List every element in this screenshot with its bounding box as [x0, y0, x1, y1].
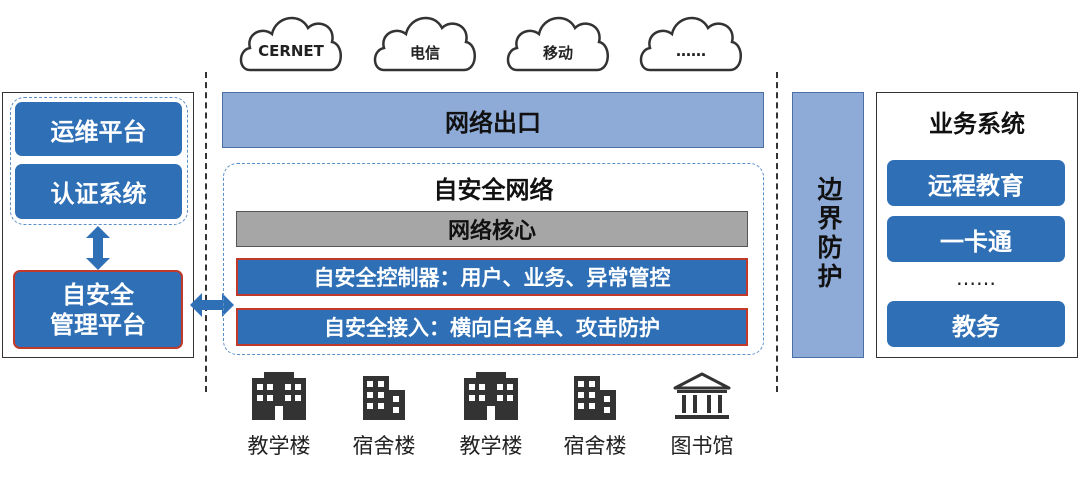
divider-right	[776, 72, 778, 392]
self-secure-network-frame	[223, 163, 764, 355]
building-icon	[252, 372, 306, 420]
building-teaching-1: 教学楼	[244, 372, 314, 462]
self-secure-network-title: 自安全网络	[433, 176, 554, 204]
cloud-icon	[373, 16, 476, 72]
business-item-remote-education: 远程教育	[887, 160, 1065, 206]
business-item-campus-card: 一卡通	[887, 216, 1065, 262]
building-library: 图书馆	[667, 372, 737, 462]
cloud-cernet: CERNET	[236, 4, 346, 76]
business-item-academic-affairs: 教务	[887, 301, 1065, 347]
border-protection: 边界防护	[792, 92, 864, 358]
cloud-telecom: 电信	[370, 4, 480, 76]
business-title: 业务系统	[929, 110, 1025, 138]
ops-platform: 运维平台	[15, 102, 182, 156]
building-icon	[363, 376, 405, 420]
building-dorm-1: 宿舍楼	[349, 372, 419, 462]
mgmt-platform-line1: 自安全	[62, 280, 134, 309]
building-label: 图书馆	[670, 434, 734, 458]
cloud-label: ……	[676, 42, 706, 60]
business-item-ellipsis: ……	[956, 266, 996, 290]
cloud-label: 移动	[542, 44, 573, 62]
cloud-mobile: 移动	[503, 4, 613, 76]
self-secure-access: 自安全接入：横向白名单、攻击防护	[236, 308, 748, 346]
auth-system: 认证系统	[15, 164, 182, 219]
double-arrow-vertical-icon	[86, 226, 110, 270]
border-protection-label: 边界防护	[814, 176, 843, 292]
building-teaching-2: 教学楼	[456, 372, 526, 462]
self-secure-mgmt-platform: 自安全 管理平台	[13, 270, 183, 349]
mgmt-platform-line2: 管理平台	[50, 310, 146, 339]
cloud-label: 电信	[409, 44, 440, 62]
building-label: 宿舍楼	[352, 434, 416, 458]
cloud-more: ……	[636, 4, 746, 76]
cloud-icon	[239, 16, 342, 72]
building-label: 教学楼	[247, 434, 311, 458]
divider-left	[205, 72, 207, 392]
building-label: 宿舍楼	[563, 434, 627, 458]
cloud-icon	[639, 16, 742, 72]
network-egress: 网络出口	[222, 92, 764, 148]
library-icon	[673, 372, 731, 419]
building-icon	[574, 376, 616, 420]
cloud-label: CERNET	[258, 42, 324, 60]
building-label: 教学楼	[459, 434, 523, 458]
network-core: 网络核心	[236, 211, 748, 247]
cloud-icon	[506, 16, 609, 72]
self-secure-controller: 自安全控制器：用户、业务、异常管控	[236, 258, 748, 296]
building-dorm-2: 宿舍楼	[560, 372, 630, 462]
ops-group-frame	[10, 97, 188, 225]
building-icon	[464, 372, 518, 420]
